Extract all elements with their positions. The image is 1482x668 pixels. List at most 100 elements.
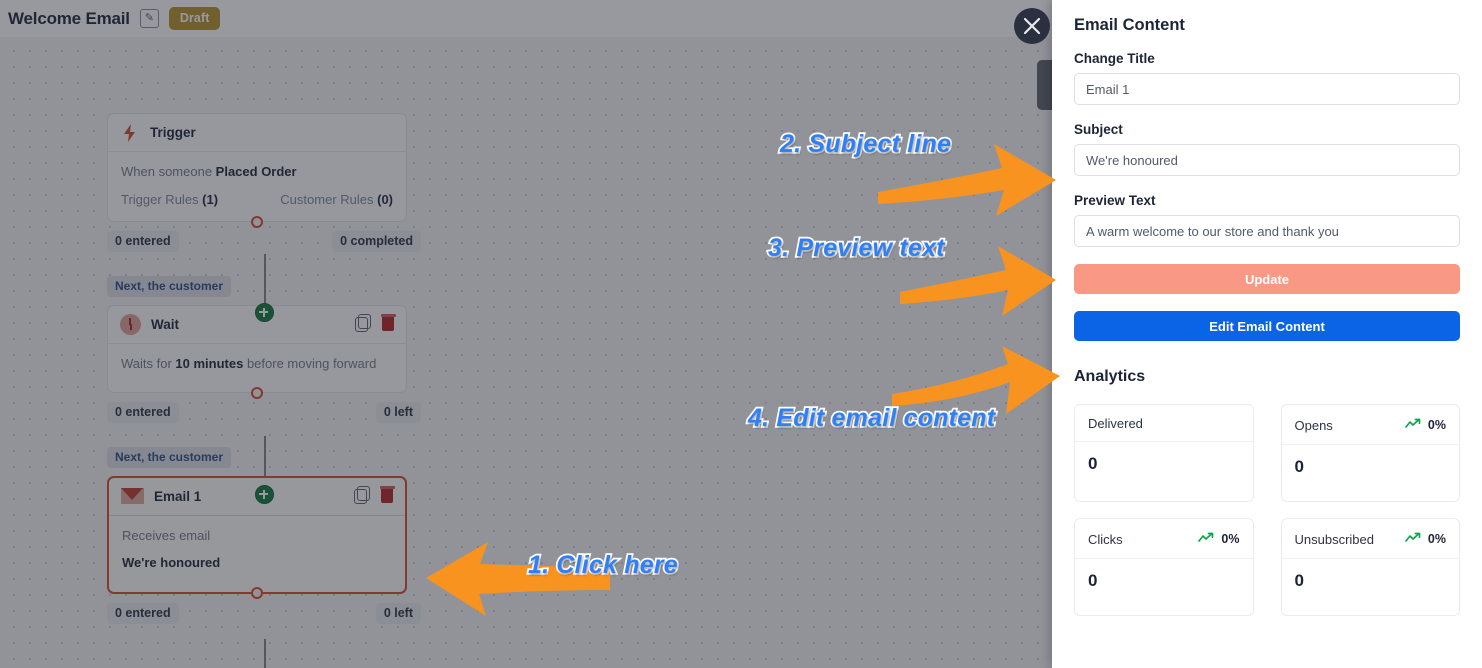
analytics-card-unsubscribed: Unsubscribed 0% 0 (1280, 518, 1460, 616)
stat-completed: 0 completed (332, 230, 421, 252)
customer-rules[interactable]: Customer Rules (0) (280, 192, 393, 207)
flow-graph: Trigger When someone Placed Order Trigge… (107, 113, 427, 668)
field-subject: Subject (1074, 122, 1460, 176)
connector-line (264, 436, 266, 496)
node-body: Waits for 10 minutes before moving forwa… (108, 344, 406, 392)
node-connector-dot (251, 215, 263, 228)
branch-label-chip: Next, the customer (107, 275, 232, 297)
annotation-label-1: 1. Click here (526, 549, 679, 581)
trigger-rules-count: (1) (202, 191, 219, 207)
connector-line (264, 254, 266, 314)
wait-description: Waits for 10 minutes before moving forwa… (121, 355, 393, 374)
card-header: Opens 0% (1281, 405, 1459, 445)
subject-input[interactable] (1074, 144, 1460, 176)
duplicate-icon[interactable] (355, 314, 371, 332)
trigger-stats: 0 entered 0 completed (107, 230, 427, 252)
annotation-arrow-1 (424, 532, 614, 625)
trigger-rules-label: Trigger Rules (121, 191, 203, 207)
trigger-event-name: Placed Order (215, 164, 297, 179)
analytics-card-clicks: Clicks 0% 0 (1074, 518, 1254, 616)
drawer-title: Email Content (1074, 16, 1185, 34)
node-title: Trigger (150, 125, 196, 140)
flow-node-wait[interactable]: Wait Waits for 10 minutes before moving … (107, 304, 407, 399)
wait-stats: 0 entered 0 left (107, 401, 427, 423)
status-badge: Draft (168, 7, 221, 30)
node-header: Email 1 (109, 478, 405, 516)
trend-value: 0% (1427, 532, 1446, 546)
analytics-card-opens: Opens 0% 0 (1280, 404, 1460, 502)
duplicate-icon[interactable] (354, 486, 370, 504)
node-title: Email 1 (154, 488, 202, 504)
email-subject-value: We're honoured (122, 554, 221, 570)
card-label: Delivered (1088, 416, 1143, 431)
card-label: Clicks (1088, 531, 1123, 547)
node-actions (355, 314, 396, 332)
card-trend: 0% (1405, 530, 1446, 548)
card-value: 0 (1294, 457, 1304, 476)
edit-email-content-button[interactable]: Edit Email Content (1074, 311, 1460, 341)
email-subject-text: We're honoured (122, 554, 392, 573)
flow-topbar: Welcome Email ✎ Draft (0, 0, 1052, 37)
customer-rules-label: Customer Rules (280, 191, 378, 207)
node-header: Trigger (108, 114, 406, 152)
email-stats: 0 entered 0 left (107, 603, 427, 625)
node-connector-dot (251, 386, 263, 399)
envelope-icon (121, 488, 144, 505)
trigger-description: When someone Placed Order (121, 163, 393, 182)
close-icon[interactable] (1014, 8, 1050, 44)
trend-up-icon (1198, 530, 1215, 548)
analytics-cards: Delivered 0 Opens 0% 0 (1074, 404, 1460, 616)
node-title: Wait (151, 316, 179, 332)
node-header: Wait (108, 306, 406, 344)
stat-entered: 0 entered (107, 603, 179, 625)
wait-chip-wrap: Next, the customer (107, 275, 427, 297)
trigger-rules-row: Trigger Rules (1) Customer Rules (0) (121, 192, 393, 207)
field-change-title: Change Title (1074, 51, 1460, 105)
lightning-bolt-icon (120, 123, 140, 143)
flow-canvas[interactable]: Trigger When someone Placed Order Trigge… (0, 37, 1052, 668)
change-title-input[interactable] (1074, 73, 1460, 105)
annotation-label-3: 3. Preview text (766, 232, 946, 264)
trash-icon[interactable] (379, 486, 395, 504)
node-body: When someone Placed Order Trigger Rules … (108, 152, 406, 221)
annotation-label-4: 4. Edit email content (746, 402, 997, 434)
card-label: Unsubscribed (1294, 531, 1375, 547)
plus-circle-icon[interactable] (254, 303, 274, 322)
analytics-card-delivered: Delivered 0 (1074, 404, 1254, 502)
trend-value: 0% (1221, 532, 1240, 546)
page-title: Welcome Email (8, 8, 130, 28)
annotation-arrow-3 (898, 244, 1058, 327)
email-action-text: Receives email (122, 527, 211, 543)
card-value: 0 (1088, 454, 1098, 473)
trigger-rules[interactable]: Trigger Rules (1) (121, 192, 218, 207)
flow-node-trigger[interactable]: Trigger When someone Placed Order Trigge… (107, 113, 407, 228)
wait-duration: 10 minutes (175, 355, 244, 371)
card-header: Unsubscribed 0% (1281, 519, 1459, 559)
field-label: Change Title (1074, 51, 1155, 66)
hidden-side-button[interactable] (1037, 60, 1052, 110)
analytics-title: Analytics (1074, 368, 1146, 385)
connector-line (264, 639, 266, 668)
card-label: Opens (1294, 417, 1333, 433)
card-header: Clicks 0% (1075, 519, 1253, 559)
preview-text-input[interactable] (1074, 215, 1460, 247)
node-connector-dot (251, 587, 263, 600)
card-header: Delivered (1075, 405, 1253, 442)
field-preview-text: Preview Text (1074, 193, 1460, 247)
clock-icon (120, 313, 141, 335)
trend-up-icon (1405, 416, 1422, 434)
trash-icon[interactable] (380, 314, 396, 332)
node-actions (354, 486, 395, 504)
customer-rules-count: (0) (377, 191, 393, 207)
annotation-arrow-2 (876, 142, 1058, 229)
node-body: Receives email We're honoured (109, 516, 405, 593)
card-trend: 0% (1198, 530, 1240, 548)
stat-entered: 0 entered (107, 401, 179, 423)
card-value: 0 (1294, 571, 1304, 590)
annotation-arrow-4 (890, 344, 1062, 425)
pencil-square-icon[interactable]: ✎ (139, 9, 159, 28)
update-button[interactable]: Update (1074, 264, 1460, 294)
plus-circle-icon[interactable] (254, 485, 274, 504)
wait-desc-suffix: before moving forward (243, 355, 377, 371)
field-label: Subject (1074, 122, 1123, 137)
